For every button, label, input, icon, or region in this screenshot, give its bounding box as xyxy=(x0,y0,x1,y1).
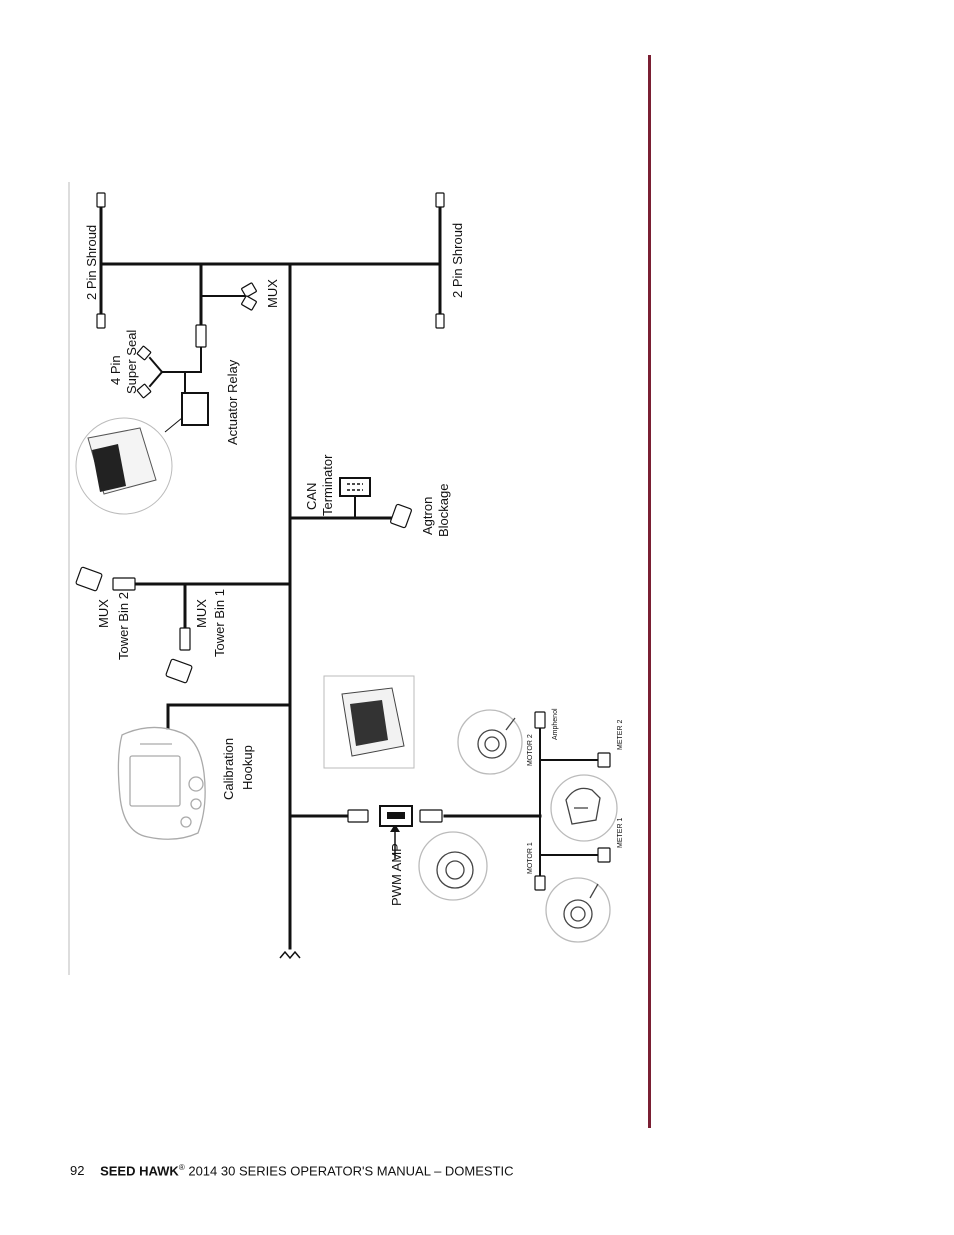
actuator-relay-box xyxy=(181,392,209,426)
relay-connector xyxy=(195,324,207,348)
label-can: CAN xyxy=(304,483,319,510)
label-tower-bin-2: Tower Bin 2 xyxy=(116,592,131,660)
label-agtron: Agtron xyxy=(420,497,435,535)
label-mux-bin1: MUX xyxy=(194,599,209,628)
label-super-seal: Super Seal xyxy=(124,330,139,394)
actuator-relay-photo xyxy=(75,417,173,515)
agtron-connector xyxy=(390,503,412,529)
relay-callout-line xyxy=(164,417,183,433)
four-pin-arm-2 xyxy=(148,370,164,388)
label-tower-bin-1: Tower Bin 1 xyxy=(212,589,227,657)
calibration-console-photo xyxy=(117,726,206,840)
amphenol-connector xyxy=(534,711,546,729)
shroud-connector-right-bottom xyxy=(435,313,445,329)
mux-bin1-connector xyxy=(179,627,191,651)
motor1-connector xyxy=(534,875,546,891)
label-actuator-relay: Actuator Relay xyxy=(225,359,240,445)
side-accent-rule xyxy=(648,55,651,1128)
pwm-in-connector xyxy=(347,809,369,823)
label-meter-1: METER 1 xyxy=(617,818,624,848)
pwm-out-connector xyxy=(419,809,443,823)
footer-brand: SEED HAWK xyxy=(100,1163,179,1179)
pwm-socket-photo xyxy=(418,831,488,901)
motor1-connector-photo xyxy=(545,877,611,943)
label-blockage: Blockage xyxy=(436,484,451,537)
page-footer: 92 SEED HAWK® 2014 30 SERIES OPERATOR'S … xyxy=(70,1163,514,1178)
shroud-connector-left-top xyxy=(96,192,106,208)
four-pin-connector-1 xyxy=(136,345,152,361)
trunk-end-zigzag xyxy=(279,950,301,960)
label-terminator: Terminator xyxy=(320,454,335,516)
label-2-pin-shroud-left: 2 Pin Shroud xyxy=(84,225,99,300)
label-pwm-amp: PWM AMP xyxy=(389,843,404,906)
label-motor-2: MOTOR 2 xyxy=(527,734,534,766)
label-hookup: Hookup xyxy=(240,745,255,790)
page-number: 92 xyxy=(70,1163,85,1179)
label-motor-1: MOTOR 1 xyxy=(527,842,534,874)
footer-title: 2014 30 SERIES OPERATOR'S MANUAL – DOMES… xyxy=(184,1163,514,1179)
label-mux-bin2: MUX xyxy=(96,599,111,628)
mux-bin2-connector xyxy=(112,577,136,591)
meter1-connector xyxy=(597,847,611,863)
label-mux-top: MUX xyxy=(265,279,280,308)
pwm-arrow-head xyxy=(390,824,400,832)
can-terminator-box xyxy=(339,477,371,497)
four-pin-arm-1 xyxy=(148,356,164,374)
label-meter-2: METER 2 xyxy=(617,720,624,750)
four-pin-connector-2 xyxy=(136,383,152,399)
shroud-connector-left-bottom xyxy=(96,313,106,329)
label-2-pin-shroud-right: 2 Pin Shroud xyxy=(450,223,465,298)
label-amphenol: Amphenol xyxy=(552,708,559,740)
motor2-connector-photo xyxy=(457,709,523,775)
label-4-pin: 4 Pin xyxy=(108,355,123,385)
mux-bin1-module xyxy=(165,658,193,684)
meter2-connector xyxy=(597,752,611,768)
meter-connector-photo xyxy=(550,774,618,842)
pwm-amp-photo xyxy=(323,675,415,769)
mux-connector-2 xyxy=(241,295,257,311)
mux-connector-1 xyxy=(241,282,257,298)
registered-mark: ® xyxy=(178,1163,185,1172)
mux-bin2-module xyxy=(75,566,103,592)
label-calibration: Calibration xyxy=(221,738,236,800)
shroud-connector-right-top xyxy=(435,192,445,208)
